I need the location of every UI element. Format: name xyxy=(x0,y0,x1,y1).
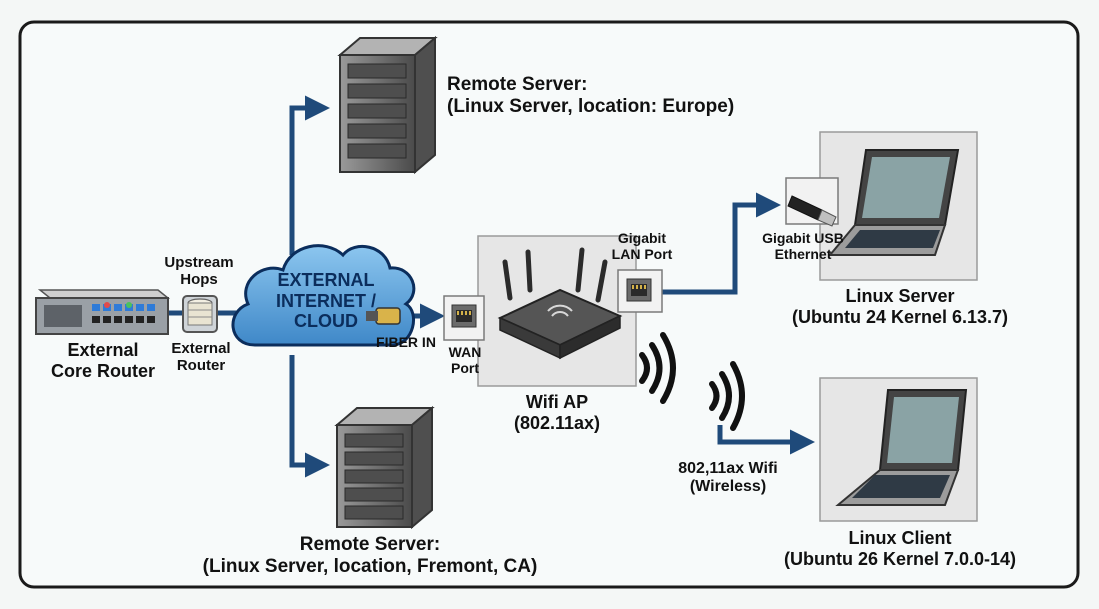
linux-server-laptop-icon xyxy=(827,149,960,256)
usb-ethernet-dongle-icon xyxy=(785,177,839,227)
linux-client-label: Linux Client (Ubuntu 26 Kernel 7.0.0-14) xyxy=(765,528,1035,569)
wan-port-line1: WAN xyxy=(448,344,482,360)
internet-cloud-label: EXTERNAL INTERNET / CLOUD xyxy=(256,270,396,332)
core-router-icon xyxy=(35,289,171,335)
fiber-in-text: FIBER IN xyxy=(376,334,436,350)
lan-port-icon xyxy=(626,278,652,302)
core-router-label-line2: Core Router xyxy=(50,360,155,381)
wifi-ap-line2: (802.11ax) xyxy=(513,412,601,433)
cloud-label-line2: INTERNET / xyxy=(275,290,376,311)
upstream-hops-label: Upstream Hops xyxy=(158,254,240,289)
wan-port-icon xyxy=(451,304,477,328)
remote-server-europe-label: Remote Server: (Linux Server, location: … xyxy=(447,74,734,118)
external-router-line2: Router xyxy=(176,357,226,375)
link-wifi-to-client xyxy=(717,425,815,455)
usb-ethernet-line2: Ethernet xyxy=(774,246,832,263)
core-router-label-line1: External xyxy=(67,340,139,360)
remote-server-fremont-icon xyxy=(334,405,435,530)
linux-server-line1: Linux Server xyxy=(845,286,955,306)
wifi-signal-waves-icon xyxy=(639,332,745,431)
lan-port-label: Gigabit LAN Port xyxy=(602,230,682,262)
remote-europe-line2: (Linux Server, location: Europe) xyxy=(447,95,735,117)
linux-server-line2: (Ubuntu 24 Kernel 6.13.7) xyxy=(791,306,1009,327)
cloud-label-line1: EXTERNAL xyxy=(277,270,375,290)
wifi-router-icon xyxy=(497,247,623,360)
wan-port-label: WAN Port xyxy=(440,344,490,376)
wan-port-line2: Port xyxy=(451,360,479,377)
wifi-ap-line1: Wifi AP xyxy=(525,392,589,412)
wireless-label: 802,11ax Wifi (Wireless) xyxy=(658,460,798,497)
link-cloud-to-remote-eu xyxy=(289,95,330,255)
lan-port-line1: Gigabit xyxy=(617,230,667,246)
remote-server-europe-icon xyxy=(337,35,438,175)
linux-server-label: Linux Server (Ubuntu 24 Kernel 6.13.7) xyxy=(770,286,1030,327)
external-router-icon xyxy=(182,295,218,333)
cloud-label-line3: CLOUD xyxy=(294,311,358,332)
remote-fremont-line1: Remote Server: xyxy=(299,534,441,555)
lan-port-line2: LAN Port xyxy=(611,246,673,263)
linux-client-line2: (Ubuntu 26 Kernel 7.0.0-14) xyxy=(783,548,1017,569)
linux-client-laptop-icon xyxy=(835,389,968,506)
fiber-in-label: FIBER IN xyxy=(366,334,446,350)
wifi-ap-label: Wifi AP (802.11ax) xyxy=(492,392,622,433)
upstream-hops-line2: Hops xyxy=(180,271,218,289)
upstream-hops-line1: Upstream xyxy=(164,254,234,271)
link-cloud-to-remote-us xyxy=(289,355,330,478)
external-router-label: External Router xyxy=(160,340,242,375)
wireless-line1: 802,11ax Wifi xyxy=(678,460,778,477)
remote-server-fremont-label: Remote Server: (Linux Server, location, … xyxy=(190,534,550,578)
linux-client-line1: Linux Client xyxy=(848,528,952,548)
remote-fremont-line2: (Linux Server, location, Fremont, CA) xyxy=(202,555,538,577)
external-router-line1: External xyxy=(171,340,231,357)
link-lan-to-usb xyxy=(662,192,781,295)
wireless-line2: (Wireless) xyxy=(689,478,767,496)
usb-ethernet-line1: Gigabit USB xyxy=(762,230,844,246)
core-router-label: External Core Router xyxy=(38,340,168,381)
usb-ethernet-label: Gigabit USB Ethernet xyxy=(748,230,858,262)
remote-europe-line1: Remote Server: xyxy=(447,74,588,95)
fiber-connector-icon xyxy=(366,307,401,325)
